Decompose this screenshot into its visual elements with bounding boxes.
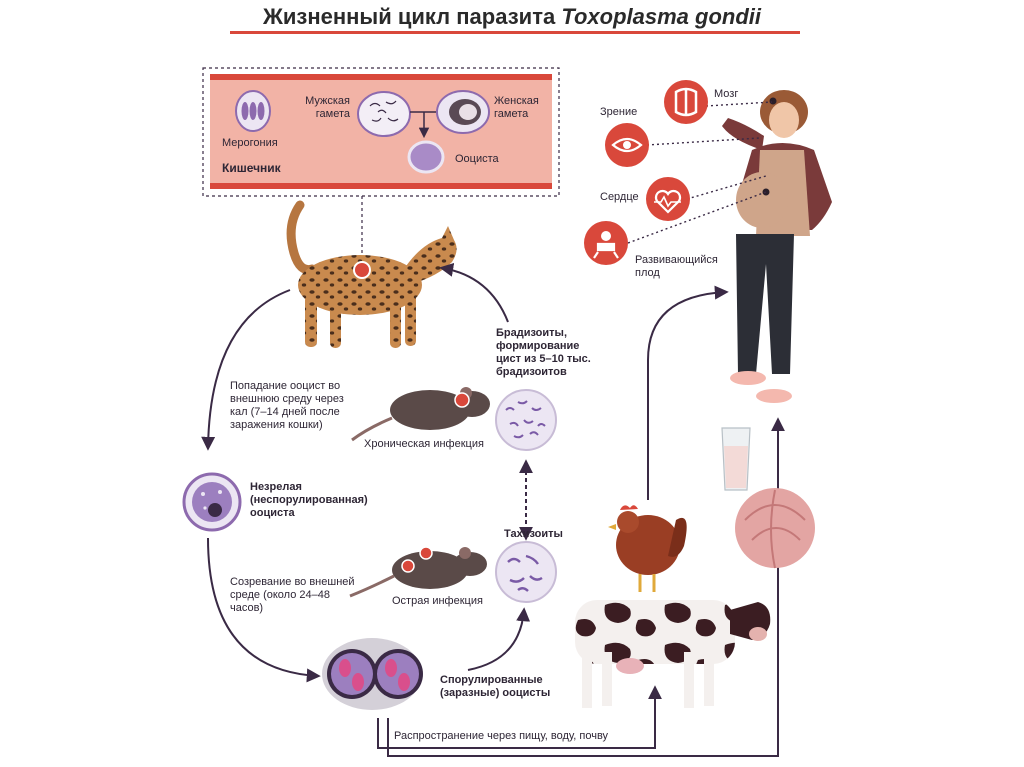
pregnant-woman-illustration bbox=[722, 90, 832, 403]
bradyzoites-cyst bbox=[495, 389, 557, 451]
title-prefix: Жизненный цикл паразита bbox=[262, 4, 556, 29]
immature-oocyst-label: Незрелая (неспорулированная) ооциста bbox=[250, 481, 368, 519]
brain-icon bbox=[664, 80, 708, 124]
cat-illustration bbox=[286, 200, 457, 348]
intestine-panel bbox=[202, 67, 560, 197]
tachyzoites-label: Тахизоиты bbox=[504, 528, 563, 540]
fetus-label: Развивающийся плод bbox=[635, 254, 718, 279]
heart-label: Сердце bbox=[600, 191, 639, 203]
female-gamete-cell bbox=[436, 90, 490, 134]
title-species: Toxoplasma gondii bbox=[561, 4, 761, 29]
page-title: Жизненный цикл паразита Toxoplasma gondi… bbox=[0, 4, 1024, 30]
cycle-arrows bbox=[201, 262, 785, 757]
water-glass bbox=[721, 427, 751, 491]
oocyst-cell bbox=[407, 140, 445, 174]
tachyzoites-cell bbox=[495, 541, 557, 603]
chronic-infection-label: Хроническая инфекция bbox=[364, 438, 484, 450]
spread-label: Распространение через пищу, воду, почву bbox=[394, 730, 609, 742]
chicken-illustration bbox=[608, 505, 687, 592]
oocyst-label: Ооциста bbox=[455, 153, 499, 165]
organ-leaders bbox=[627, 101, 773, 244]
maturation-text: Созревание во внешней среде (около 24–48… bbox=[230, 576, 355, 614]
female-gamete-label: Женская гамета bbox=[494, 95, 539, 120]
cow-illustration bbox=[575, 600, 771, 708]
title-underline bbox=[230, 31, 800, 34]
fetus-icon bbox=[584, 221, 628, 265]
sporulated-oocysts-label: Спорулированные (заразные) ооцисты bbox=[440, 674, 551, 699]
cabbage-illustration bbox=[735, 488, 815, 569]
immature-oocyst-cell bbox=[182, 472, 242, 532]
rat-chronic bbox=[351, 387, 490, 442]
merogony-label: Мерогония bbox=[222, 137, 278, 149]
sporulated-oocysts-cell bbox=[322, 638, 423, 710]
oocyst-shedding-text: Попадание ооцист во внешнюю среду через … bbox=[230, 380, 344, 431]
brain-label: Мозг bbox=[714, 88, 739, 100]
intestine-label: Кишечник bbox=[222, 161, 281, 175]
rat-acute bbox=[349, 546, 487, 598]
merogony-cell bbox=[235, 90, 271, 132]
male-gamete-cell bbox=[357, 91, 411, 137]
heart-icon bbox=[646, 177, 690, 221]
acute-infection-label: Острая инфекция bbox=[392, 595, 483, 607]
bradyzoites-label: Брадизоиты, формирование цист из 5–10 ты… bbox=[496, 327, 591, 378]
male-gamete-label: Мужская гамета bbox=[305, 95, 350, 120]
eye-icon bbox=[605, 123, 649, 167]
vision-label: Зрение bbox=[600, 106, 638, 118]
